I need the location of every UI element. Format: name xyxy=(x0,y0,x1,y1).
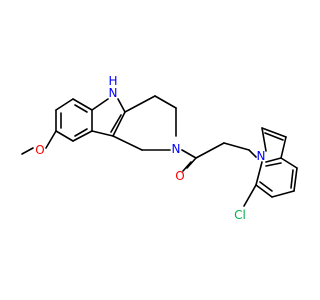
carbonyl-oxygen-label: O xyxy=(175,169,184,183)
chlorine-label: Cl xyxy=(234,208,246,222)
indole-pyrrole-ring xyxy=(261,127,287,163)
methoxy-group xyxy=(21,130,57,155)
molecule-structure: N H N O O N Cl xyxy=(21,74,298,222)
carboline-benzene-ring xyxy=(55,98,93,142)
indole-benzene-ring xyxy=(255,157,298,198)
indole-nh-nitrogen-label: N xyxy=(109,86,118,100)
molecule-canvas: N H N O O N Cl xyxy=(21,74,298,222)
chloro-substituent xyxy=(243,184,257,207)
indole-nitrogen-label: N xyxy=(257,149,266,163)
ring-nitrogen-label: N xyxy=(172,142,181,156)
indole-nh-hydrogen-label: H xyxy=(108,74,117,88)
carboline-pyrrole-ring xyxy=(91,98,126,137)
tetrahydropyridine-ring xyxy=(112,95,177,151)
methoxy-oxygen-label: O xyxy=(35,143,44,157)
propanoyl-linker xyxy=(181,142,257,172)
